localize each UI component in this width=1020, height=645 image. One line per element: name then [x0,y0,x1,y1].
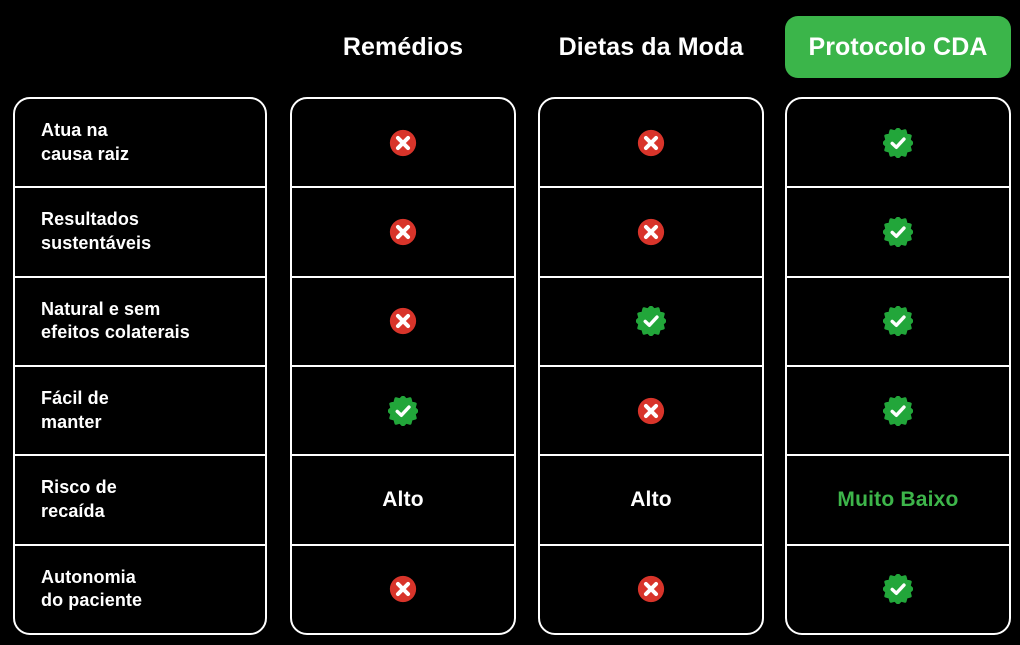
table-row: Resultados sustentáveis [15,188,265,278]
criteria-label: Resultados sustentáveis [41,208,151,256]
table-row: Muito Baixo [787,456,1009,546]
table-row [292,188,514,278]
check-badge-icon [636,306,666,337]
cross-circle-icon [388,217,418,247]
cross-circle-icon [636,574,666,604]
table-row [787,99,1009,189]
criteria-label: Natural e sem efeitos colaterais [41,298,190,346]
criteria-label-line: Atua na [41,119,108,140]
table-row: Alto [292,456,514,546]
criteria-label: Autonomia do paciente [41,566,142,614]
column-card-remedios: Alto [290,97,516,635]
check-badge-icon [883,574,913,605]
table-row: Alto [540,456,762,546]
criteria-label-line: Resultados [41,209,140,230]
header-column-dietas-da-moda[interactable]: Dietas da Moda [538,0,764,94]
check-badge-icon [388,395,418,426]
cross-circle-icon [636,128,666,158]
criteria-label-line: sustentáveis [41,232,152,253]
header-column-title: Remédios [342,32,464,61]
table-row [292,278,514,367]
table-row [787,188,1009,278]
cell-value-text: Alto [382,487,424,511]
column-card-protocolo-cda: Muito Baixo [785,97,1011,635]
header-label-column [13,0,267,94]
criteria-label: Fácil de manter [41,387,109,435]
criteria-label-line: Natural e sem [41,298,161,319]
table-row [540,367,762,457]
table-row [540,99,762,189]
criteria-card: Atua na causa raiz Resultados sustentáve… [13,97,267,635]
cross-circle-icon [388,128,418,158]
criteria-label-line: causa raiz [41,143,130,164]
cross-circle-icon [636,396,666,426]
table-row [787,278,1009,367]
criteria-label-line: efeitos colaterais [41,322,190,343]
table-row [540,278,762,367]
check-badge-icon [883,306,913,337]
check-badge-icon [883,127,913,158]
table-row [292,546,514,633]
table-row [787,546,1009,633]
header-column-title: Protocolo CDA [808,32,988,61]
table-row [292,367,514,457]
check-badge-icon [883,395,913,426]
cell-value-text: Alto [630,487,672,511]
criteria-label: Atua na causa raiz [41,119,129,167]
criteria-label-line: do paciente [41,590,143,611]
header-column-remedios[interactable]: Remédios [290,0,516,94]
table-row [292,99,514,189]
table-row [540,188,762,278]
cross-circle-icon [388,574,418,604]
highlight-pill[interactable]: Protocolo CDA [785,16,1011,78]
header-column-protocolo-cda[interactable]: Protocolo CDA [785,0,1011,94]
criteria-label-line: Autonomia [41,566,136,587]
cross-circle-icon [388,306,418,336]
table-header-row: Remédios Dietas da Moda Protocolo CDA [0,0,1020,94]
cross-circle-icon [636,217,666,247]
table-row: Autonomia do paciente [15,546,265,633]
table-row: Atua na causa raiz [15,99,265,189]
table-row: Natural e sem efeitos colaterais [15,278,265,367]
criteria-label-line: recaída [41,500,105,521]
table-row: Risco de recaída [15,456,265,546]
table-row: Fácil de manter [15,367,265,457]
criteria-label-line: manter [41,411,102,432]
criteria-label-line: Risco de [41,477,117,498]
criteria-label-line: Fácil de [41,387,109,408]
header-column-title: Dietas da Moda [558,32,744,61]
cell-value-text: Muito Baixo [837,487,959,511]
table-row [787,367,1009,457]
check-badge-icon [883,216,913,247]
table-row [540,546,762,633]
column-card-dietas-da-moda: Alto [538,97,764,635]
criteria-label: Risco de recaída [41,476,117,524]
